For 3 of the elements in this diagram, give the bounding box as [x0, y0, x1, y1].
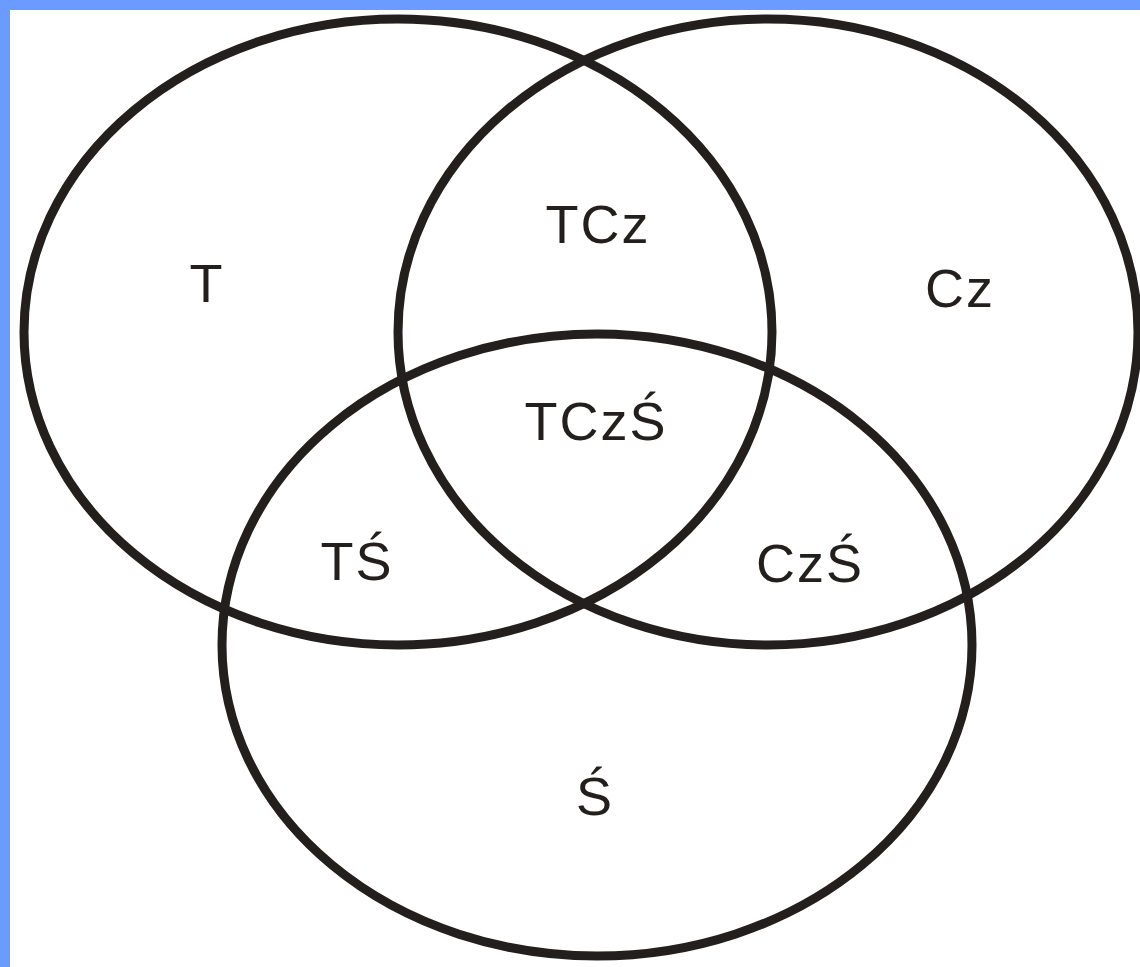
- region-label: Cz: [925, 261, 995, 315]
- region-label: T: [189, 256, 225, 310]
- region-label: TCz: [545, 197, 651, 251]
